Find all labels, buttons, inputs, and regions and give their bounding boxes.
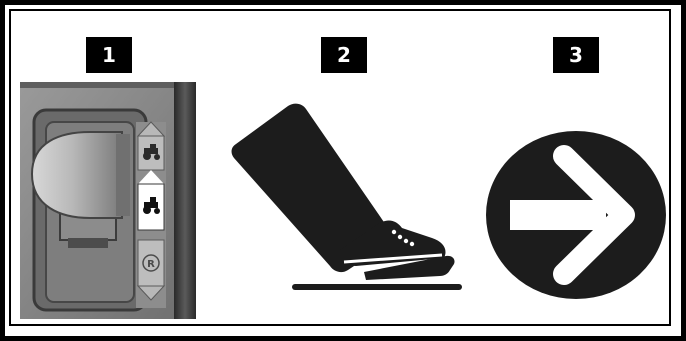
foot-on-brake-pedal-illustration: [228, 100, 468, 300]
step-3-badge: 3: [553, 37, 599, 73]
svg-text:R: R: [147, 259, 155, 270]
gear-selector-illustration: R: [20, 82, 196, 319]
step-2-badge: 2: [321, 37, 367, 73]
proceed-arrow-illustration: [484, 130, 668, 300]
step-1-badge: 1: [86, 37, 132, 73]
